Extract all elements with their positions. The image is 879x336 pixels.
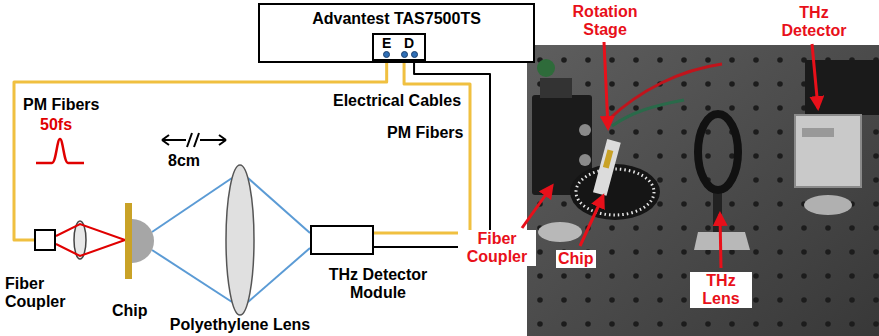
distance-arrowhead <box>162 135 169 145</box>
chip-symbol: Chip <box>120 203 160 279</box>
part-label: Fiber Coupler <box>5 275 79 311</box>
mount-clamp <box>538 222 582 242</box>
adjuster-knob <box>579 154 591 166</box>
callout-label: THz Detector <box>773 4 855 40</box>
thz-beam <box>248 248 310 302</box>
detector-housing <box>795 115 861 187</box>
optical-table <box>527 45 879 336</box>
distance-arrow <box>200 139 226 141</box>
cable-connector <box>374 61 490 247</box>
instrument-box: Advantest TAS7500TS ED <box>258 3 535 63</box>
part-label: Polyethylene Lens <box>170 316 311 333</box>
connector-label: PM Fibers <box>386 124 464 142</box>
pulse-shape <box>36 139 84 163</box>
callout-arrow <box>580 196 603 246</box>
callout-arrow <box>720 214 721 268</box>
thz-beam <box>248 178 310 233</box>
detector-clamp <box>804 195 852 215</box>
callout-label: Chip <box>556 250 596 268</box>
instrument-title: Advantest TAS7500TS <box>260 10 533 28</box>
part-label: Chip <box>112 302 148 320</box>
callout-label: Rotation Stage <box>565 3 645 39</box>
red-wire <box>608 64 722 120</box>
thz-beam <box>152 178 232 232</box>
dimension-label: 8cm <box>168 152 200 170</box>
adjuster-knob <box>579 124 591 136</box>
fiber-connector <box>14 61 387 240</box>
fiber-cable <box>537 59 555 77</box>
part-label: THz Detector Module <box>318 266 438 302</box>
lens-shape <box>226 165 254 315</box>
connector-label: Electrical Cables <box>332 92 462 110</box>
detector-plate <box>802 128 834 137</box>
silicon-lens <box>132 219 154 263</box>
fiber-connector <box>374 61 470 233</box>
callout-label: THz Lens <box>690 272 752 308</box>
distance-arrow <box>162 139 186 141</box>
port-dot <box>401 51 408 58</box>
pulse-label: 50fs <box>40 116 72 134</box>
port-name: E <box>382 36 391 50</box>
port-name: D <box>404 36 414 50</box>
lens-symbol: Polyethylene Lens <box>225 164 255 316</box>
callout-arrow <box>812 44 818 108</box>
thz-beam <box>152 250 232 302</box>
green-wire <box>612 100 684 126</box>
callout-arrow <box>604 42 608 128</box>
fiber-coupler-box: Fiber Coupler <box>34 229 56 251</box>
port-panel: ED <box>372 33 426 61</box>
chip-piece <box>603 150 613 169</box>
rotation-stage <box>570 164 660 220</box>
break-mark <box>187 133 199 147</box>
chip-outline <box>120 203 160 279</box>
port-dot <box>383 51 390 58</box>
connector-label: PM Fibers <box>22 96 100 114</box>
lens-ring <box>698 114 738 190</box>
callout-label: Fiber Coupler <box>458 230 536 266</box>
laser-beam <box>56 224 125 240</box>
chip-holder <box>593 139 621 196</box>
table-holes <box>527 45 879 336</box>
stage-ticks <box>576 169 654 215</box>
callout-arrow <box>522 186 552 228</box>
lens-outline <box>225 164 255 316</box>
port-dot <box>411 51 418 58</box>
distance-arrowhead <box>219 135 226 145</box>
detector-box: THz Detector Module <box>310 225 374 255</box>
chip-substrate <box>125 203 132 279</box>
laser-beam <box>56 240 125 256</box>
coupler-top <box>540 78 572 98</box>
